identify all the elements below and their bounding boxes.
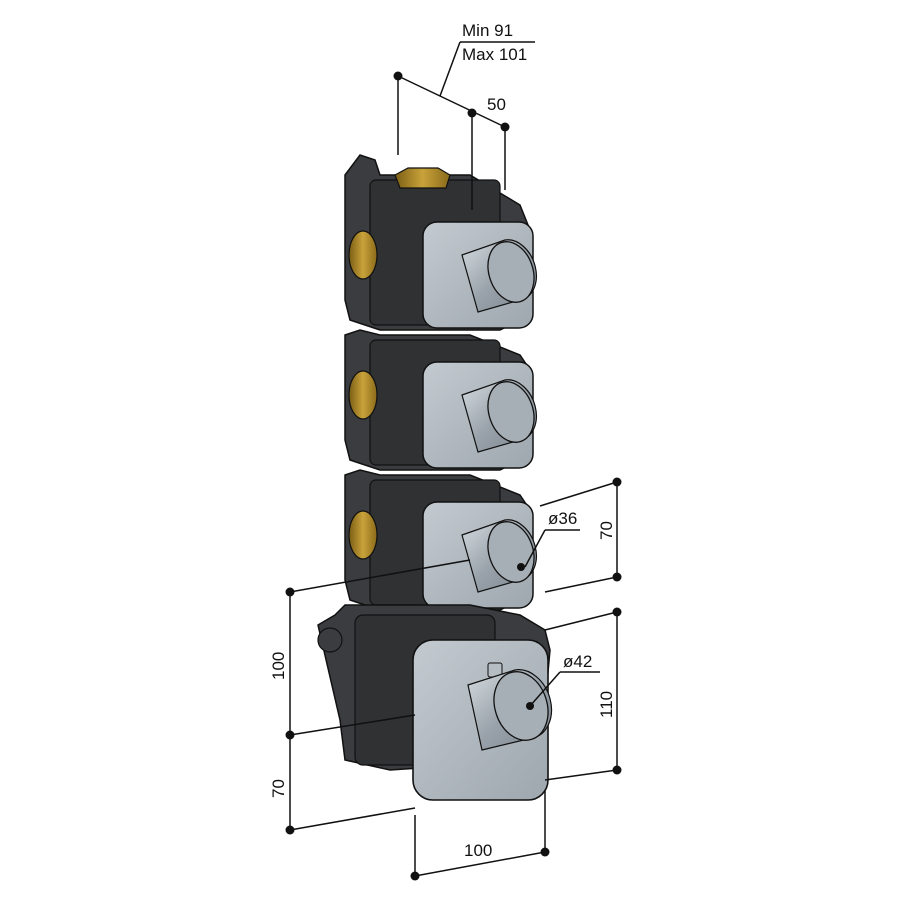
brass-plug-icon — [348, 370, 378, 420]
stop-valve-module-2 — [344, 329, 537, 471]
dimension-depth — [397, 41, 535, 210]
label-stop-plate-height: 70 — [597, 521, 616, 540]
label-depth-min: Min 91 — [462, 21, 513, 40]
label-left-upper: 100 — [269, 652, 288, 680]
stop-valve-module-3 — [344, 469, 537, 611]
thermostat-knob — [493, 671, 549, 741]
label-stop-valve-diameter: ø36 — [548, 509, 577, 528]
stop-valve-knob — [487, 381, 535, 443]
label-plate-width: 100 — [464, 841, 492, 860]
brass-plug-icon — [348, 510, 378, 560]
brass-plug-icon — [348, 230, 378, 280]
stop-valve-module-1 — [344, 154, 537, 331]
label-thermostat-plate-height: 110 — [597, 691, 616, 718]
stop-valve-knob — [487, 241, 535, 303]
label-depth-max: Max 101 — [462, 45, 527, 64]
label-left-lower: 70 — [269, 779, 288, 798]
thermostat-module — [317, 604, 553, 801]
label-thermostat-diameter: ø42 — [563, 652, 592, 671]
brass-top-plug-icon — [394, 167, 451, 189]
label-knob-projection: 50 — [487, 95, 506, 114]
